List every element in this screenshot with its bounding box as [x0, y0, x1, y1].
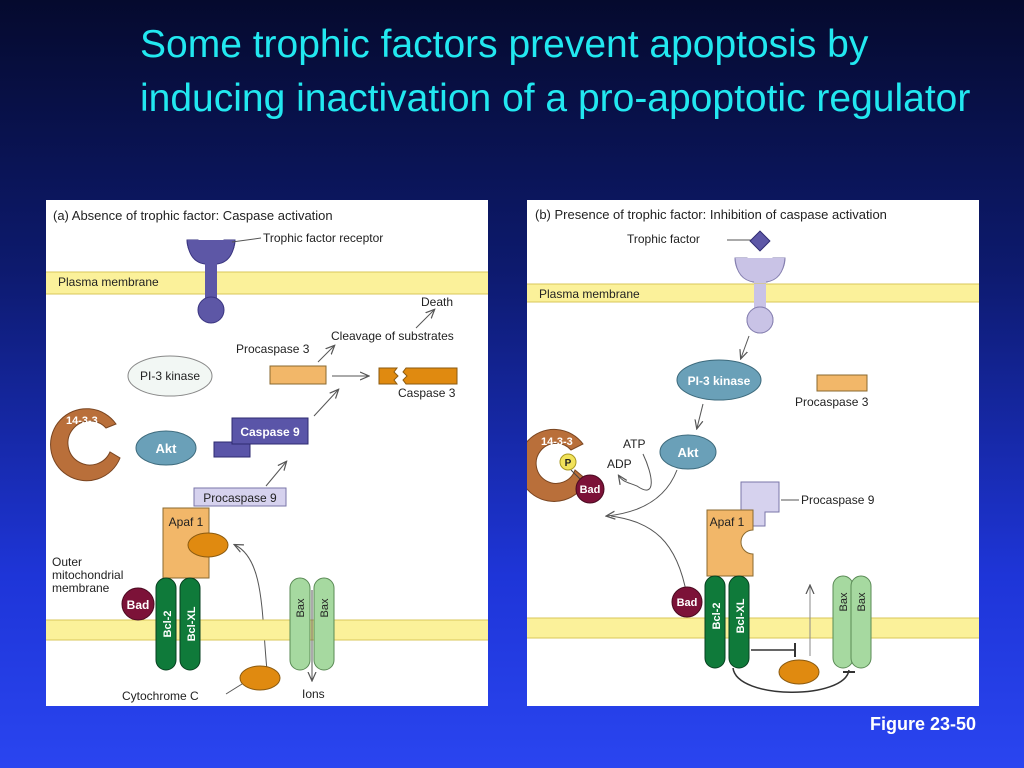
outer-membrane-label: Outer mitochondrial membrane [52, 555, 127, 595]
panel-b-caption: (b) Presence of trophic factor: Inhibiti… [535, 207, 887, 222]
akt-b [659, 434, 717, 470]
caspase9-a [231, 417, 309, 445]
bad-phosphorylated-b [575, 474, 605, 504]
trophic-factor [749, 230, 771, 252]
bad-a [121, 587, 155, 621]
plasma-membrane-b [527, 284, 979, 302]
receptor-base-b [746, 306, 774, 334]
akt-label-b: Akt [678, 445, 700, 460]
panel-a-absence-of-trophic-factor: (a) Absence of trophic factor: Caspase a… [46, 200, 488, 706]
mitochondrial-membrane-a [46, 620, 488, 640]
bcl2-label-a: Bcl-2 [162, 611, 174, 638]
bclxl-a [179, 577, 201, 671]
trophic-factor-receptor-label: Trophic factor receptor [263, 231, 383, 245]
procaspase3-label-b: Procaspase 3 [795, 395, 869, 409]
bad-label-b1: Bad [580, 484, 601, 496]
receptor-stalk-b [754, 284, 766, 306]
cytochrome-c-label-a: Cytochrome C [122, 689, 199, 703]
procaspase9-a [193, 487, 287, 507]
pi3-kinase-label-b: PI-3 kinase [688, 374, 751, 388]
bclxl-label-b: Bcl-XL [735, 598, 747, 633]
procaspase3-label-a: Procaspase 3 [236, 342, 310, 356]
procaspase3-a [269, 365, 327, 385]
death-label: Death [421, 295, 453, 309]
bcl2-a [155, 577, 177, 671]
bax1-b [832, 575, 854, 669]
procaspase9-label-b: Procaspase 9 [801, 493, 875, 507]
bax2-label-b: Bax [856, 592, 868, 611]
slide-title: Some trophic factors prevent apoptosis b… [140, 23, 971, 120]
bax1-label-a: Bax [295, 598, 307, 617]
phosphate-label-b: P [565, 458, 572, 469]
apaf1-label-b: Apaf 1 [710, 515, 745, 529]
trophic-factor-label: Trophic factor [627, 232, 700, 246]
bclxl-label-a: Bcl-XL [186, 606, 198, 641]
pi3-kinase-b [676, 359, 762, 401]
trophic-factor-receptor-a [186, 239, 236, 324]
bad-label-b2: Bad [677, 597, 698, 609]
bax1-label-b: Bax [838, 592, 850, 611]
plasma-membrane-label-b: Plasma membrane [539, 287, 640, 301]
ions-label-a: Ions [302, 687, 325, 701]
panel-a-diagram: (a) Absence of trophic factor: Caspase a… [46, 208, 488, 703]
bax2-a [313, 577, 335, 671]
phosphate-b [559, 453, 577, 471]
procaspase9-label-a: Procaspase 9 [203, 491, 277, 505]
cytochrome-c-a [239, 665, 281, 691]
panel-a-caption: (a) Absence of trophic factor: Caspase a… [53, 208, 333, 223]
bcl2-label-b: Bcl-2 [711, 603, 723, 630]
protein-14-3-3-label-b: 14-3-3 [541, 436, 573, 448]
cleavage-label: Cleavage of substrates [331, 329, 454, 343]
caspase3-a [378, 367, 458, 385]
mitochondrial-membrane-b [527, 618, 979, 638]
caspase9-label-a: Caspase 9 [240, 425, 300, 439]
protein-14-3-3-a [50, 408, 121, 482]
bax2-b [850, 575, 872, 669]
protein-14-3-3-label-a: 14-3-3 [66, 415, 98, 427]
pi3-kinase-a [127, 355, 213, 397]
plasma-membrane-a [46, 272, 488, 294]
bax1-a [289, 577, 311, 671]
panel-b-presence-of-trophic-factor: (b) Presence of trophic factor: Inhibiti… [527, 200, 979, 706]
bax2-label-a: Bax [319, 598, 331, 617]
caspase3-label-a: Caspase 3 [398, 386, 456, 400]
adp-label: ADP [607, 457, 632, 471]
apaf1-b [706, 509, 754, 577]
atp-label: ATP [623, 437, 645, 451]
pi3-kinase-label-a: PI-3 kinase [140, 369, 200, 383]
procaspase3-b [816, 374, 868, 392]
figure-label: Figure 23-50 [869, 714, 976, 734]
bcl2-b [704, 575, 726, 669]
plasma-membrane-label-a: Plasma membrane [58, 275, 159, 289]
bad-b [671, 586, 703, 618]
bcl-bax-link [732, 667, 850, 693]
panel-b-diagram: (b) Presence of trophic factor: Inhibiti… [527, 207, 979, 693]
akt-a [135, 430, 197, 466]
cytochrome-c-b [778, 659, 820, 685]
bad-label-a: Bad [127, 598, 150, 612]
apaf1-label-a: Apaf 1 [169, 515, 204, 529]
bclxl-b [728, 575, 750, 669]
cytochrome-c-bound [187, 532, 229, 558]
akt-label-a: Akt [156, 441, 178, 456]
